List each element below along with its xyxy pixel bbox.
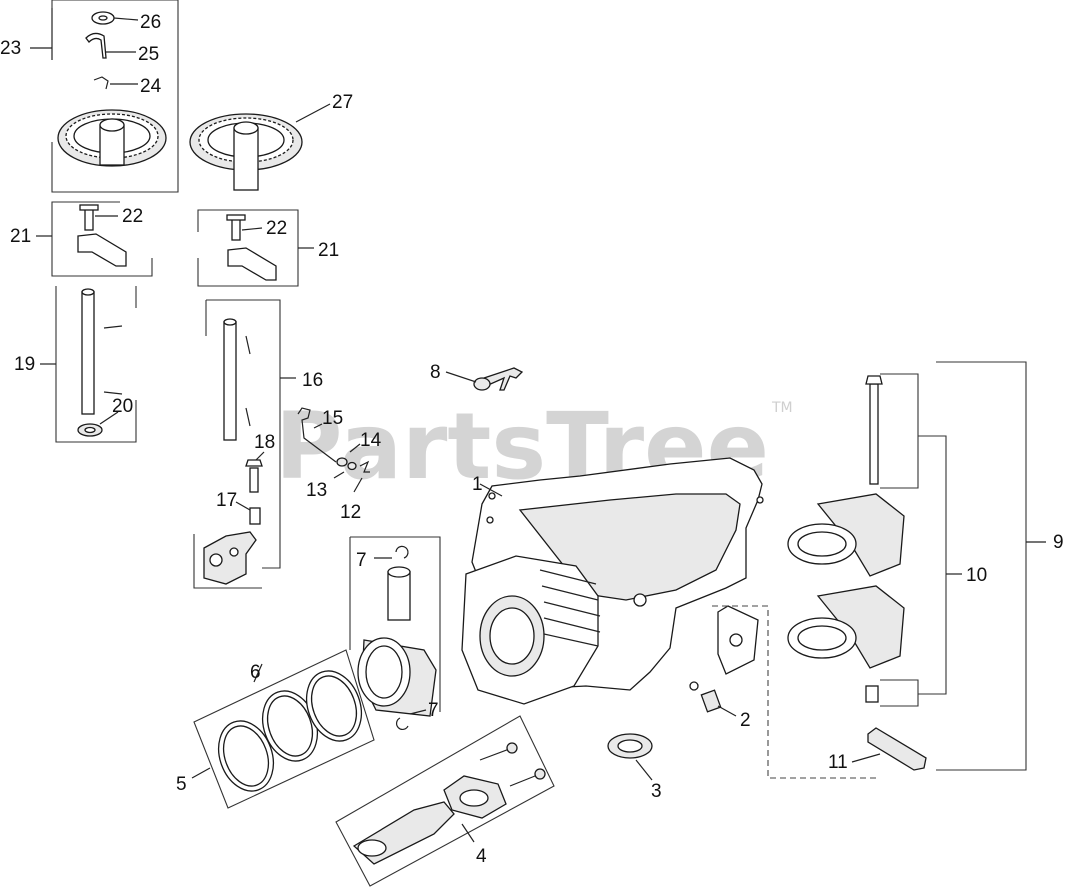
callout-20: 20 [112,396,133,417]
callout-18: 18 [254,432,275,453]
callout-16: 16 [302,370,323,391]
governor-shaft-group [40,286,137,443]
bracket-part [445,367,524,391]
callout-22-right: 22 [266,218,287,239]
callout-12: 12 [340,502,361,523]
callout-5: 5 [176,774,187,795]
callout-9: 9 [1053,532,1064,553]
oil-seal-part [607,733,653,781]
callout-13: 13 [306,480,327,501]
callout-23: 23 [0,38,21,59]
callout-11: 11 [828,752,848,773]
piston-group [349,536,441,730]
watermark-trademark: TM [771,400,793,416]
callout-21-right: 21 [318,240,339,261]
callout-17: 17 [216,490,237,511]
callout-4: 4 [476,846,487,867]
callout-1: 1 [472,474,483,495]
callout-24: 24 [140,76,162,97]
oil-pump-group [193,299,296,589]
piston-rings-group [191,649,375,809]
callout-6: 6 [250,662,261,683]
callout-21-left: 21 [10,226,31,247]
callout-15: 15 [322,408,343,429]
callout-3: 3 [651,781,662,802]
governor-lever-group-right [197,209,314,287]
callout-7-top: 7 [356,550,367,571]
connecting-rod-group [335,715,555,887]
drain-plug-part [700,689,737,717]
callout-22-left: 22 [122,206,143,227]
callout-8: 8 [430,362,441,383]
callout-19: 19 [14,354,35,375]
callout-26: 26 [140,12,161,33]
callout-25: 25 [138,44,159,65]
callout-14: 14 [360,430,382,451]
callout-2: 2 [740,710,751,731]
callout-7-bottom: 7 [428,700,439,721]
camshaft-gear-part [189,103,331,191]
dipstick-tube-parts [297,407,370,493]
camshaft-assembly-group [30,0,179,193]
governor-lever-group-left [36,201,153,277]
callout-27: 27 [332,92,353,113]
bearing-caps-group [712,361,1046,779]
callout-10: 10 [966,565,987,586]
crankcase-part [461,457,764,705]
